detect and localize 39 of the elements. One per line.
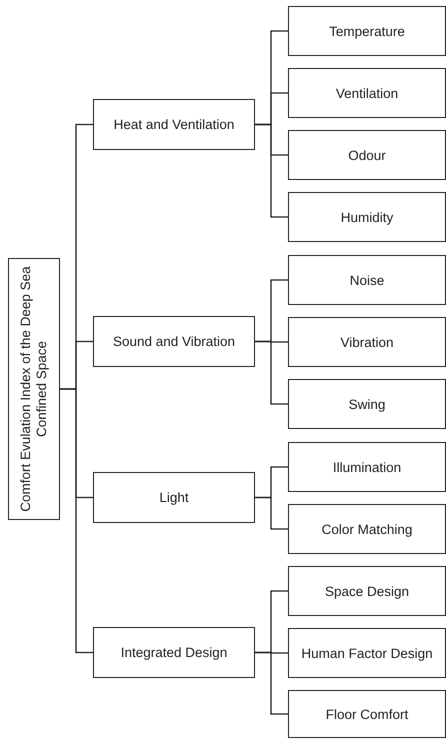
connector-line xyxy=(255,652,288,715)
node-label: Temperature xyxy=(329,24,405,38)
node-box xyxy=(288,130,446,180)
node-box xyxy=(8,258,60,520)
node-label: Heat and Ventilation xyxy=(114,117,234,132)
connector-line xyxy=(255,124,288,218)
node-label: Ventilation xyxy=(336,86,398,100)
node-box xyxy=(288,317,446,367)
node-label: Human Factor Design xyxy=(301,646,433,660)
node-box xyxy=(288,690,446,738)
node-label: Illumination xyxy=(332,460,402,474)
node-label: Comfort Evulation Index of the Deep Sea Confined Space xyxy=(18,265,50,514)
node-box xyxy=(288,192,446,242)
node-box xyxy=(288,504,446,554)
node-label: Floor Comfort xyxy=(326,706,408,722)
node-label: Integrated Design xyxy=(120,645,228,660)
node-box xyxy=(93,472,255,523)
node-box xyxy=(288,379,446,429)
node-box xyxy=(288,442,446,492)
node-box xyxy=(288,6,446,56)
connector-line xyxy=(60,388,93,654)
node-box xyxy=(288,628,446,678)
node-label: Vibration xyxy=(340,334,394,350)
connector-line xyxy=(255,340,288,405)
node-box xyxy=(288,566,446,616)
node-box xyxy=(93,627,255,678)
node-label: Sound and Vibration xyxy=(112,334,236,349)
node-box xyxy=(93,99,255,150)
node-box xyxy=(288,255,446,305)
node-label: Space Design xyxy=(324,584,410,598)
node-label: Light xyxy=(159,490,189,505)
connector-line xyxy=(255,496,288,530)
node-box xyxy=(288,68,446,118)
node-label: Color Matching xyxy=(322,522,412,536)
node-label: Swing xyxy=(348,396,386,412)
node-label: Odour xyxy=(348,148,386,162)
node-label: Noise xyxy=(350,272,384,288)
node-label: Humidity xyxy=(340,210,394,224)
node-box xyxy=(93,316,255,367)
